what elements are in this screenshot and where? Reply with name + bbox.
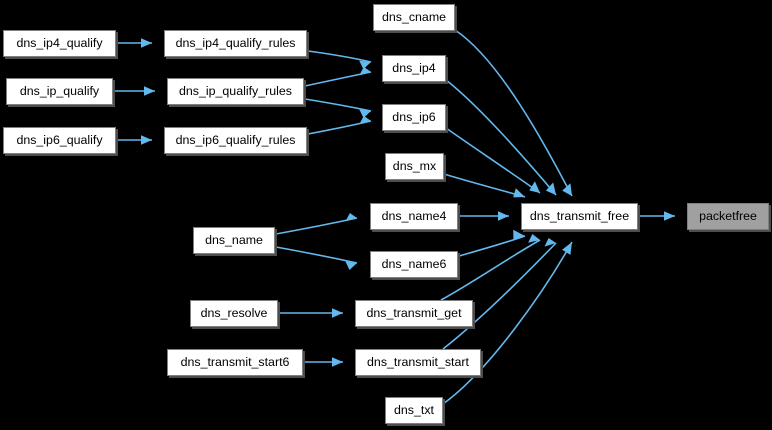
node-dns_txt[interactable]: dns_txt bbox=[385, 397, 443, 424]
node-dns_transmit_start6[interactable]: dns_transmit_start6 bbox=[167, 349, 303, 376]
edge-dns_ip_qualify_rules-dns_ip4-arrowhead bbox=[359, 66, 371, 76]
node-label: dns_name4 bbox=[381, 209, 447, 224]
edge-dns_ip4_qualify-dns_ip4_qualify_rules-arrowhead bbox=[141, 38, 152, 48]
node-packetfree[interactable]: packetfree bbox=[687, 203, 769, 230]
node-label: dns_mx bbox=[392, 159, 437, 174]
edge-dns_txt-dns_transmit_free-arrowhead bbox=[562, 242, 572, 255]
node-dns_mx[interactable]: dns_mx bbox=[385, 153, 444, 180]
node-dns_ip6_qualify[interactable]: dns_ip6_qualify bbox=[3, 127, 116, 154]
edge-dns_transmit_get-dns_transmit_free-arrowhead bbox=[528, 234, 540, 243]
node-label: dns_name6 bbox=[381, 257, 447, 272]
edge-dns_transmit_get-dns_transmit_free bbox=[440, 239, 541, 301]
edge-dns_cname-dns_transmit_free-arrowhead bbox=[562, 183, 572, 196]
node-dns_ip_qualify_rules[interactable]: dns_ip_qualify_rules bbox=[167, 78, 304, 105]
node-label: dns_resolve bbox=[200, 306, 268, 321]
node-label: dns_ip6 bbox=[392, 110, 436, 125]
edge-dns_ip_qualify_rules-dns_ip6 bbox=[304, 98, 372, 112]
edge-dns_txt-dns_transmit_free bbox=[442, 241, 573, 405]
node-dns_ip6_qualify_rules[interactable]: dns_ip6_qualify_rules bbox=[164, 127, 307, 154]
node-dns_resolve[interactable]: dns_resolve bbox=[190, 300, 278, 327]
edge-dns_name6-dns_transmit_free bbox=[458, 235, 526, 257]
node-label: dns_cname bbox=[381, 10, 447, 25]
node-label: dns_transmit_start bbox=[367, 355, 469, 370]
edge-dns_mx-dns_transmit_free bbox=[443, 173, 526, 198]
node-label: packetfree bbox=[699, 209, 757, 224]
node-dns_ip4[interactable]: dns_ip4 bbox=[382, 55, 446, 82]
node-dns_name4[interactable]: dns_name4 bbox=[370, 203, 458, 230]
edge-dns_transmit_start-dns_transmit_free bbox=[442, 242, 557, 350]
edge-dns_ip6_qualify_rules-dns_ip6-arrowhead bbox=[359, 115, 371, 125]
edge-dns_ip4-dns_transmit_free bbox=[445, 79, 557, 196]
node-dns_ip_qualify[interactable]: dns_ip_qualify bbox=[6, 78, 113, 105]
edge-dns_name-dns_name4 bbox=[275, 217, 358, 235]
node-label: dns_transmit_free bbox=[529, 209, 630, 224]
node-dns_ip4_qualify_rules[interactable]: dns_ip4_qualify_rules bbox=[164, 30, 307, 57]
edge-dns_ip4_qualify_rules-dns_ip4 bbox=[307, 50, 372, 63]
node-dns_transmit_start[interactable]: dns_transmit_start bbox=[355, 349, 481, 376]
edge-dns_mx-dns_transmit_free-arrowhead bbox=[513, 188, 525, 198]
edge-dns_cname-dns_transmit_free bbox=[454, 29, 573, 197]
edge-dns_ip4-dns_transmit_free-arrowhead bbox=[545, 182, 556, 195]
node-label: dns_ip4 bbox=[392, 61, 436, 76]
node-label: dns_transmit_get bbox=[366, 306, 462, 321]
node-label: dns_ip4_qualify_rules bbox=[175, 36, 296, 51]
node-dns_cname[interactable]: dns_cname bbox=[373, 4, 455, 31]
node-label: dns_ip_qualify_rules bbox=[179, 84, 292, 99]
node-dns_ip6[interactable]: dns_ip6 bbox=[382, 104, 446, 131]
edge-dns_ip_qualify_rules-dns_ip6-arrowhead bbox=[359, 109, 371, 118]
edge-dns_name-dns_name6-arrowhead bbox=[345, 261, 357, 270]
edge-dns_ip_qualify-dns_ip_qualify_rules-arrowhead bbox=[144, 86, 155, 96]
node-label: dns_transmit_start6 bbox=[180, 355, 290, 370]
node-label: dns_ip4_qualify bbox=[16, 36, 103, 51]
edge-dns_name-dns_name4-arrowhead bbox=[345, 213, 357, 222]
edge-dns_transmit_start-dns_transmit_free-arrowhead bbox=[544, 238, 556, 247]
edge-dns_name6-dns_transmit_free-arrowhead bbox=[513, 229, 525, 240]
node-dns_name[interactable]: dns_name bbox=[193, 227, 275, 254]
node-dns_ip4_qualify[interactable]: dns_ip4_qualify bbox=[3, 30, 116, 57]
edge-dns_name-dns_name6 bbox=[275, 246, 358, 264]
node-dns_name6[interactable]: dns_name6 bbox=[370, 251, 458, 278]
edge-dns_transmit_start6-dns_transmit_start-arrowhead bbox=[332, 357, 343, 367]
edge-dns_ip6_qualify-dns_ip6_qualify_rules-arrowhead bbox=[141, 135, 152, 145]
node-label: dns_name bbox=[205, 233, 263, 248]
edge-dns_resolve-dns_transmit_get-arrowhead bbox=[332, 308, 343, 318]
node-label: dns_ip6_qualify_rules bbox=[175, 133, 296, 148]
edge-dns_transmit_free-packetfree-arrowhead bbox=[664, 211, 675, 221]
edge-dns_ip6-dns_transmit_free-arrowhead bbox=[529, 181, 540, 193]
node-dns_transmit_get[interactable]: dns_transmit_get bbox=[355, 300, 473, 327]
edge-dns_ip4_qualify_rules-dns_ip4-arrowhead bbox=[359, 60, 371, 70]
edge-dns_name4-dns_transmit_free-arrowhead bbox=[498, 211, 509, 221]
node-label: dns_ip_qualify bbox=[19, 84, 100, 99]
node-label: dns_ip6_qualify bbox=[16, 133, 103, 148]
node-label: dns_txt bbox=[394, 403, 434, 418]
node-dns_transmit_free[interactable]: dns_transmit_free bbox=[521, 203, 638, 230]
edge-dns_ip6-dns_transmit_free bbox=[445, 127, 541, 194]
